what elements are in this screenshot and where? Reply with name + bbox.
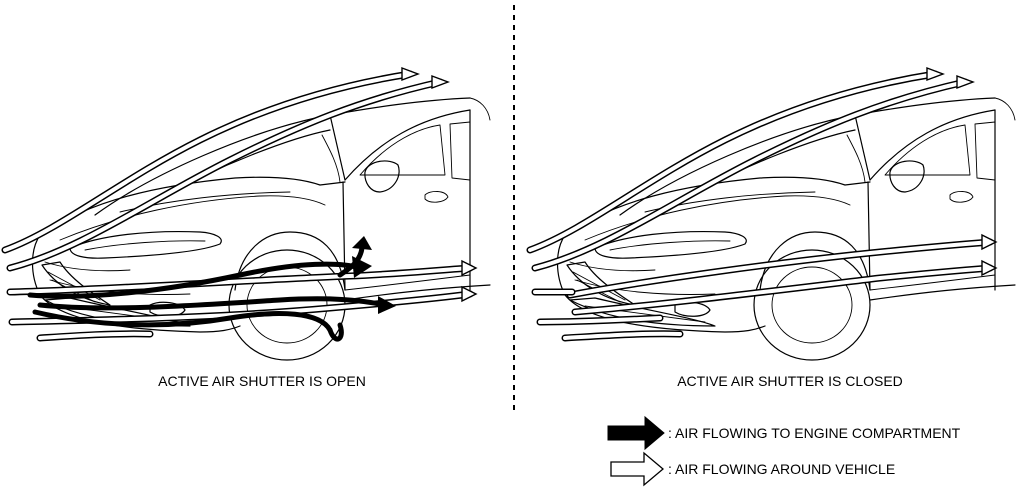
panel-shutter-open: ACTIVE AIR SHUTTER IS OPEN xyxy=(1,66,491,389)
engine-flow-arrows-left xyxy=(27,236,396,342)
legend-label-around-flow: : AIR FLOWING AROUND VEHICLE xyxy=(668,461,895,477)
solid-arrow-icon xyxy=(607,415,665,451)
caption-open: ACTIVE AIR SHUTTER IS OPEN xyxy=(158,373,366,389)
hollow-arrow-icon xyxy=(610,451,665,487)
legend: : AIR FLOWING TO ENGINE COMPARTMENT : AI… xyxy=(607,415,961,487)
panel-shutter-closed: ACTIVE AIR SHUTTER IS CLOSED xyxy=(526,66,1016,389)
around-flow-arrows-right xyxy=(526,66,998,342)
legend-item-engine-flow: : AIR FLOWING TO ENGINE COMPARTMENT xyxy=(607,415,961,451)
legend-item-around-flow: : AIR FLOWING AROUND VEHICLE xyxy=(610,451,895,487)
caption-closed: ACTIVE AIR SHUTTER IS CLOSED xyxy=(677,373,903,389)
legend-label-engine-flow: : AIR FLOWING TO ENGINE COMPARTMENT xyxy=(668,425,961,441)
